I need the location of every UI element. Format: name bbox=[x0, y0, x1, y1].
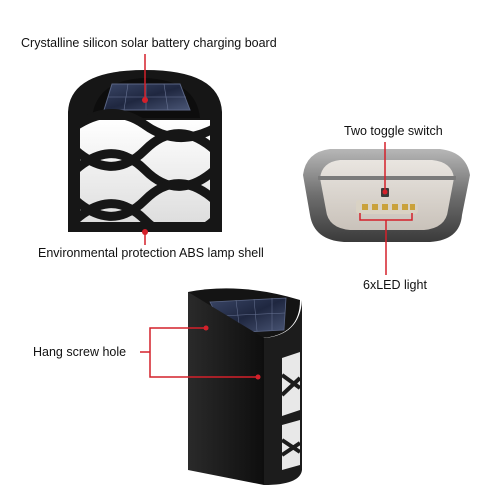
callout-toggle-switch bbox=[382, 142, 388, 195]
label-solar-board: Crystalline silicon solar battery chargi… bbox=[21, 36, 277, 50]
label-lamp-shell: Environmental protection ABS lamp shell bbox=[38, 246, 264, 260]
callout-led-light bbox=[359, 213, 413, 275]
label-screw-hole: Hang screw hole bbox=[33, 345, 127, 359]
lamp-side-view bbox=[188, 288, 302, 485]
lamp-front-view bbox=[68, 70, 222, 232]
callout-lamp-shell bbox=[142, 229, 148, 245]
label-toggle-switch: Two toggle switch bbox=[344, 124, 443, 138]
label-led-light: 6xLED light bbox=[363, 278, 427, 292]
callout-solar-board bbox=[142, 54, 148, 103]
lamp-bottom-view bbox=[303, 149, 470, 242]
callout-screw-hole bbox=[140, 325, 261, 380]
